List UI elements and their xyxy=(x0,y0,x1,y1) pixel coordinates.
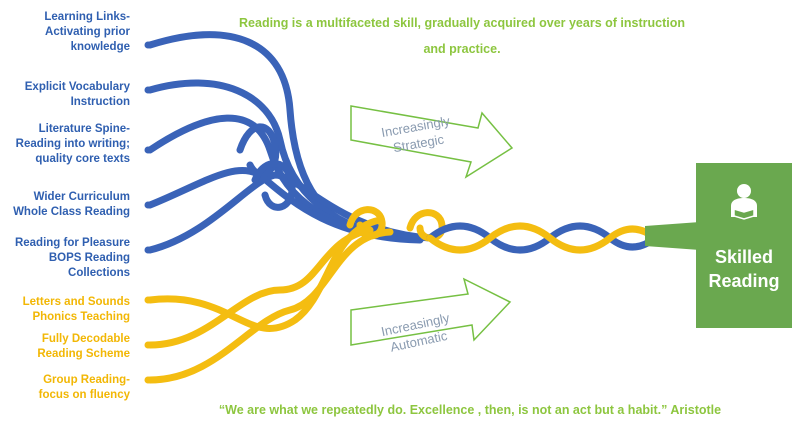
strand-dots xyxy=(144,41,152,384)
strand-decodable xyxy=(146,226,374,349)
outcome-line-2: Reading xyxy=(708,271,780,291)
lower-strands xyxy=(146,206,446,384)
strand-reading-for-pleasure xyxy=(146,171,434,254)
strand-curl-2 xyxy=(251,160,296,211)
diagram-title: Reading is a multifaceted skill, gradual… xyxy=(239,16,685,56)
reader-icon xyxy=(731,184,757,220)
strand-curl-3 xyxy=(346,206,386,240)
upper-strands xyxy=(146,31,434,254)
outcome-line-1: Skilled xyxy=(714,247,774,267)
label-literature-spine: Literature Spine-Reading into writing;qu… xyxy=(15,123,130,165)
rope-green-end xyxy=(645,222,700,250)
arrow-automatic xyxy=(350,277,512,346)
strand-group-reading xyxy=(146,228,394,384)
aristotle-quote: “We are what we repeatedly do. Excellenc… xyxy=(218,403,722,417)
arrow-strategic xyxy=(350,105,514,179)
twisted-rope xyxy=(426,222,659,254)
strand-curl-4 xyxy=(406,209,446,242)
label-group-reading: Group Reading-focus on fluency xyxy=(38,374,130,401)
skilled-reading-box: Skilled Reading xyxy=(696,163,792,328)
